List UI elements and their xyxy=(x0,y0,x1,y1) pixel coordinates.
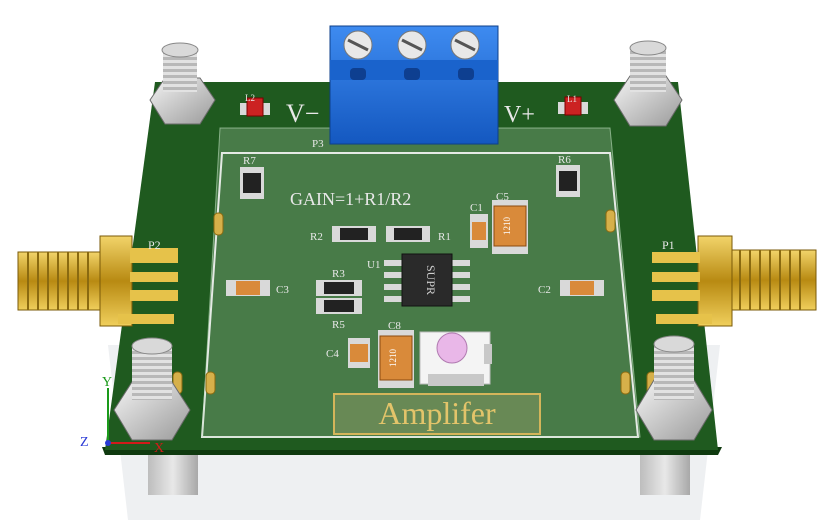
resistor-r5[interactable] xyxy=(316,298,362,314)
supply-neg-label: V− xyxy=(286,99,319,128)
opamp-u1[interactable]: SUPR xyxy=(384,253,470,307)
trimmer-potentiometer[interactable] xyxy=(419,331,492,386)
u1-marking: SUPR xyxy=(424,265,438,295)
resistor-r6[interactable] xyxy=(556,165,580,197)
axis-y-label: Y xyxy=(102,375,112,390)
inductor-l2[interactable] xyxy=(240,97,270,117)
mounting-bolt-bottom-right xyxy=(635,335,713,441)
label-r2: R2 xyxy=(310,231,323,243)
mounting-bolt-top-left xyxy=(149,42,216,125)
c8-code-label: 1210 xyxy=(388,349,398,368)
axis-z-label: Z xyxy=(80,435,89,450)
capacitor-c4[interactable] xyxy=(348,338,370,368)
resistor-r2[interactable] xyxy=(332,226,376,242)
sma-connector-p2[interactable] xyxy=(17,235,178,327)
label-l1: L1 xyxy=(567,94,577,104)
silkscreen-labels: GAIN=1+R1/R2 Amplifer V− V+ P1 P2 P3 L1 … xyxy=(148,93,675,431)
label-c5: C5 xyxy=(496,191,509,203)
label-u1: U1 xyxy=(367,259,380,271)
label-p3: P3 xyxy=(312,138,324,150)
board-title: Amplifer xyxy=(378,395,496,431)
label-r5: R5 xyxy=(332,319,345,331)
label-c2: C2 xyxy=(538,284,551,296)
label-r7: R7 xyxy=(243,155,256,167)
resistor-r3[interactable] xyxy=(316,280,362,296)
capacitor-c5[interactable]: 1210 xyxy=(492,200,528,254)
slot-pads xyxy=(172,209,657,395)
label-c1: C1 xyxy=(470,202,483,214)
board-title-box xyxy=(333,393,541,435)
label-r6: R6 xyxy=(558,154,571,166)
mounting-bolt-top-right xyxy=(613,40,683,127)
capacitor-c3[interactable] xyxy=(226,280,270,296)
label-p1: P1 xyxy=(662,238,675,252)
label-c4: C4 xyxy=(326,348,339,360)
resistor-r1[interactable] xyxy=(386,226,430,242)
label-r3: R3 xyxy=(332,268,345,280)
label-r1: R1 xyxy=(438,231,451,243)
inductor-l1[interactable] xyxy=(558,96,588,116)
c5-code-label: 1210 xyxy=(502,217,512,236)
label-l2: L2 xyxy=(245,93,255,103)
resistor-r7[interactable] xyxy=(240,167,264,199)
label-p2: P2 xyxy=(148,238,161,252)
gain-formula: GAIN=1+R1/R2 xyxy=(290,189,411,209)
label-c8: C8 xyxy=(388,320,401,332)
capacitor-c2[interactable] xyxy=(560,280,604,296)
capacitor-c8[interactable]: 1210 xyxy=(378,330,414,388)
label-c3: C3 xyxy=(276,284,289,296)
axis-gizmo: X Y Z xyxy=(80,375,164,456)
mounting-bolt-bottom-left xyxy=(113,337,191,441)
axis-x-label: X xyxy=(154,441,164,456)
sma-connector-p1[interactable] xyxy=(652,235,817,327)
supply-pos-label: V+ xyxy=(504,102,535,128)
terminal-block-p3[interactable] xyxy=(329,25,499,145)
capacitor-c1[interactable] xyxy=(470,214,488,248)
